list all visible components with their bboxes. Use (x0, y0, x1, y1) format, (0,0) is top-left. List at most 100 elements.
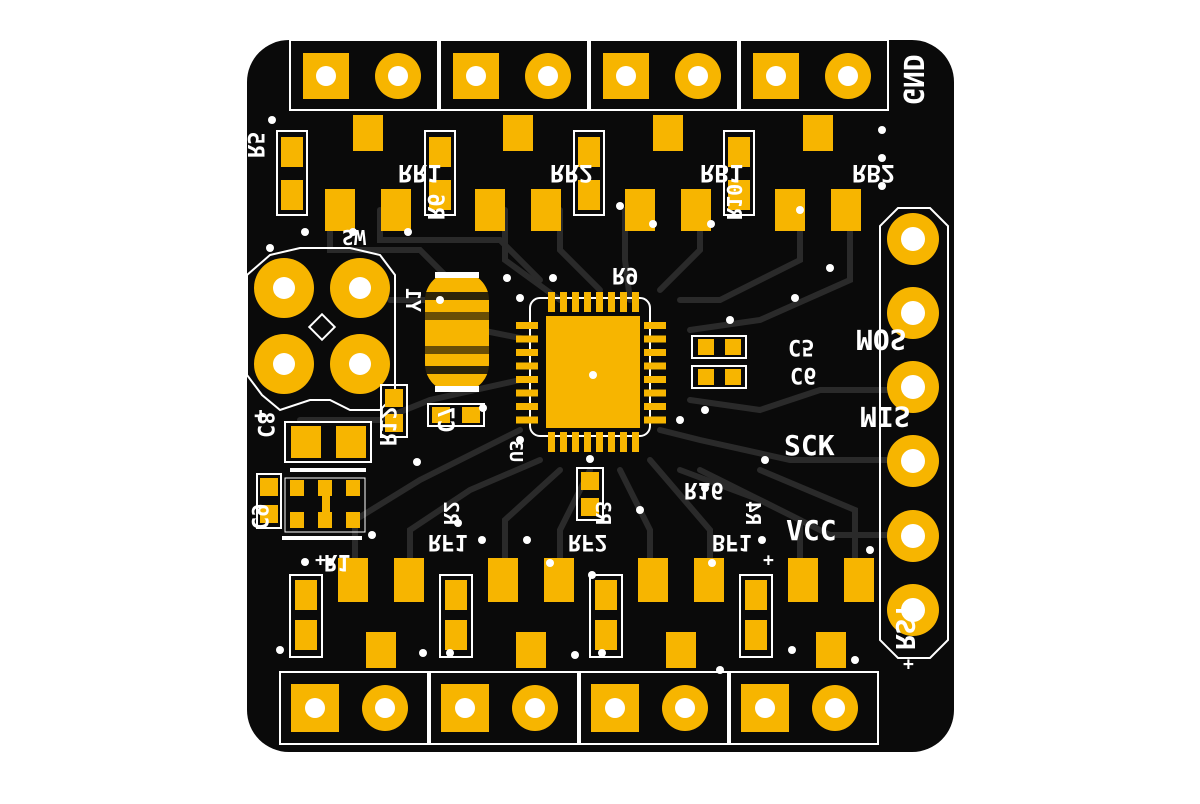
c5-c6 (691, 335, 747, 389)
mcu-pin (516, 362, 538, 370)
silk-labels: GND MOS MIS SCK VCC RST R5 RR1 RR2 RB1 R… (242, 54, 930, 675)
via (758, 536, 766, 544)
mcu-pin (644, 403, 666, 410)
label-sck: SCK (784, 429, 835, 462)
via (701, 484, 709, 492)
via (851, 656, 859, 664)
label-plus-4: + (903, 654, 914, 675)
via (276, 646, 284, 654)
via (413, 458, 421, 466)
via (796, 206, 804, 214)
c9 (256, 473, 282, 529)
mcu-pin (516, 416, 538, 424)
mcu-pin (644, 389, 666, 397)
via (301, 228, 309, 236)
mcu-pin (516, 389, 538, 397)
label-plus-2: + (315, 550, 326, 571)
bottom-resistors (289, 574, 773, 658)
mcu-pin (560, 432, 567, 452)
traces (297, 207, 903, 583)
via (571, 651, 579, 659)
via (676, 416, 684, 424)
mcu-pin (632, 432, 639, 452)
bottom-header-pads (291, 684, 858, 732)
isp-header-outline (879, 207, 949, 659)
via (436, 296, 444, 304)
via (266, 244, 274, 252)
label-r2: R2 (439, 501, 463, 525)
label-rf2: RF2 (568, 529, 608, 554)
mcu-pin (572, 432, 579, 452)
mcu-pin (572, 292, 579, 312)
mcu-pin (608, 432, 615, 452)
mcu-pin (620, 292, 627, 312)
via (588, 571, 596, 579)
mcu-pin (608, 292, 615, 312)
label-c7: C7 (432, 407, 457, 434)
label-sw: SW (342, 225, 367, 249)
via (454, 519, 462, 527)
r16 (576, 467, 604, 521)
label-u3: U3 (505, 440, 526, 462)
mcu-pin (644, 349, 666, 356)
mcu-pin (516, 376, 538, 383)
label-mos: MOS (856, 323, 907, 356)
isp-header-drills (901, 227, 925, 622)
via (549, 274, 557, 282)
via (301, 558, 309, 566)
via (446, 649, 454, 657)
mcu-pin (644, 416, 666, 424)
via (368, 531, 376, 539)
mcu-pin (644, 335, 666, 343)
mcu-pin (644, 362, 666, 370)
label-r1: R1 (324, 549, 351, 574)
label-r4: R4 (741, 501, 765, 525)
via (826, 264, 834, 272)
via (878, 126, 886, 134)
label-plus-1: + (254, 404, 267, 429)
via (866, 546, 874, 554)
via (878, 182, 886, 190)
r12 (380, 384, 408, 438)
mcu-pin (516, 322, 538, 329)
mcu-pin (516, 403, 538, 410)
via (878, 154, 886, 162)
label-rr1: RR1 (398, 159, 441, 187)
label-rst: RST (889, 603, 919, 650)
label-r12: R12 (374, 406, 399, 446)
label-c8: C8 (252, 412, 277, 439)
via (503, 274, 511, 282)
mcu-pin (516, 349, 538, 356)
via (479, 404, 487, 412)
label-rr2: RR2 (550, 159, 593, 187)
label-r16: R16 (684, 477, 724, 502)
label-c5: C5 (788, 334, 815, 359)
bottom-sot-pads (338, 558, 874, 668)
switch-outline (246, 247, 396, 412)
label-r3: R3 (591, 501, 615, 525)
mcu-pin (644, 376, 666, 383)
via (516, 294, 524, 302)
label-vcc: VCC (786, 514, 837, 547)
label-rf1: RF1 (428, 529, 468, 554)
top-header-drills (316, 66, 858, 86)
via (268, 116, 276, 124)
switch-center (307, 312, 337, 342)
via (636, 506, 644, 514)
label-y1: Y1 (401, 288, 425, 312)
via (707, 220, 715, 228)
mcu-pin (516, 335, 538, 343)
switch-drills (273, 277, 371, 375)
mcu-pin (596, 432, 603, 452)
mcu-pin (548, 292, 555, 312)
via (523, 536, 531, 544)
via (404, 228, 412, 236)
label-bf1: BF1 (712, 529, 752, 554)
regulator (282, 477, 366, 540)
via (478, 536, 486, 544)
label-r6: R6 (422, 194, 447, 221)
label-r9: R9 (612, 262, 639, 287)
bottom-header (279, 671, 879, 745)
